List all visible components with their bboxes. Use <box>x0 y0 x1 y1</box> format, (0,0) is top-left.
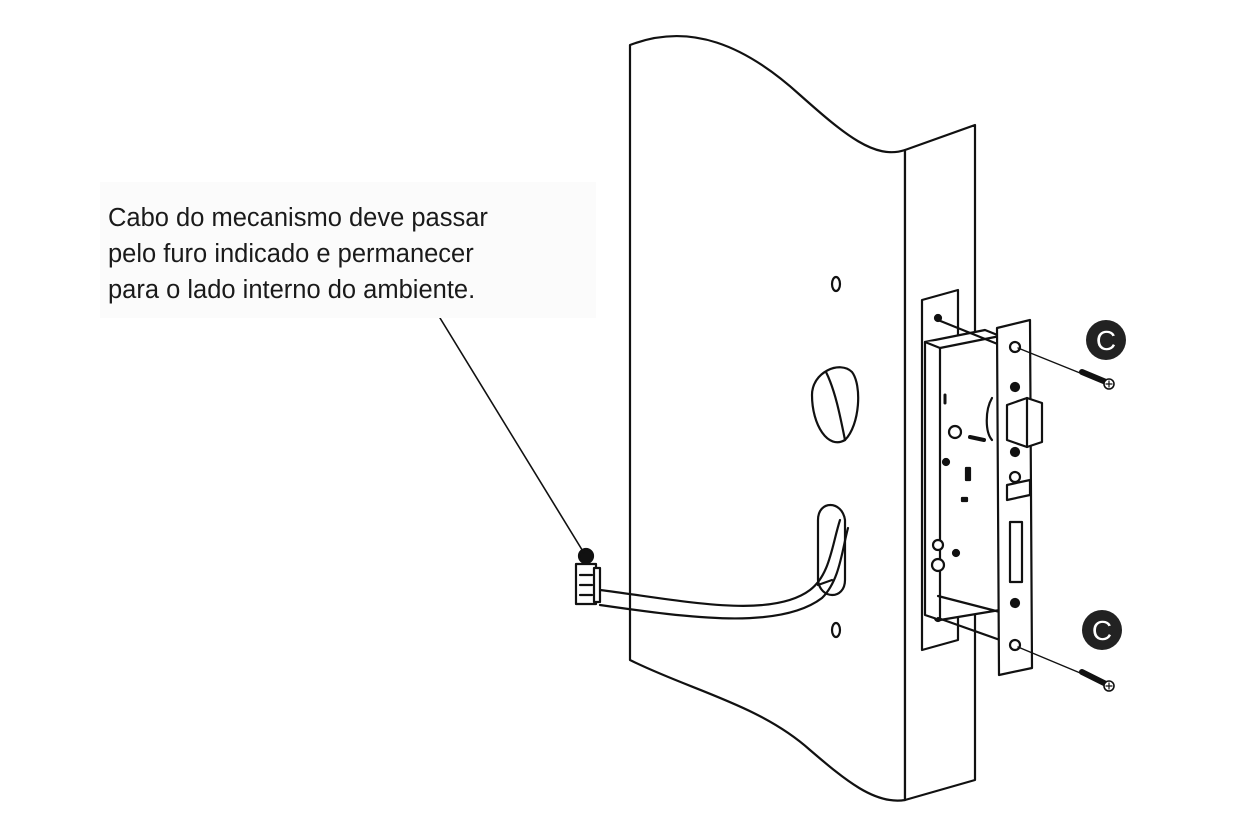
latch-bolt <box>1005 396 1044 449</box>
instruction-note: Cabo do mecanismo deve passar pelo furo … <box>100 182 596 318</box>
door-large-hole <box>810 366 860 444</box>
door-large-hole-inner <box>824 370 847 442</box>
cable-connector <box>574 547 602 606</box>
door-cable-slot <box>816 504 847 596</box>
door-front-face <box>628 34 907 802</box>
callout-badge-label: C <box>1092 615 1112 646</box>
door-small-hole-bottom <box>830 621 842 639</box>
mechanism-cable <box>598 518 850 620</box>
callout-badge-label: C <box>1096 325 1116 356</box>
callout-badge-c-top: C <box>1086 320 1126 360</box>
screw-bottom <box>1017 646 1115 692</box>
door-small-hole-top <box>830 275 842 293</box>
note-line-3: para o lado interno do ambiente. <box>108 276 476 304</box>
note-line-2: pelo furo indicado e permanecer <box>108 240 474 268</box>
note-line-1: Cabo do mecanismo deve passar <box>108 204 488 232</box>
lock-body <box>923 328 1002 622</box>
mortise-lock <box>920 288 1044 677</box>
callout-badge-c-bottom: C <box>1082 610 1122 650</box>
screw-top <box>1017 347 1115 390</box>
leader-line <box>439 317 585 554</box>
